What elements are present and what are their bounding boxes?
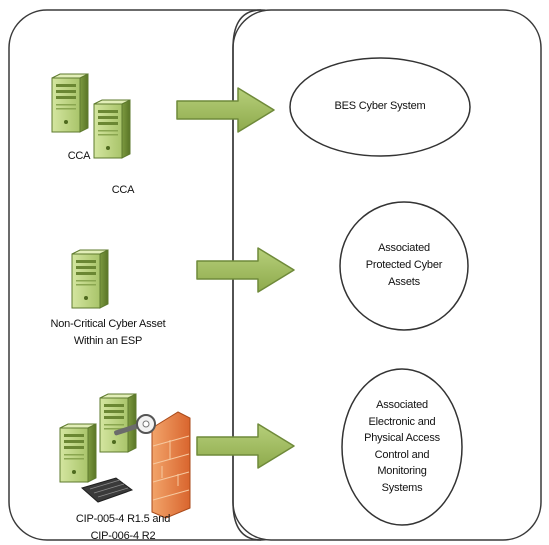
cca-label-1: CCA xyxy=(67,150,91,162)
cip-server-firewall-key-icon xyxy=(59,393,191,519)
associated-eacms-label: Associated Electronic and Physical Acces… xyxy=(364,399,440,494)
associated-protected-cyber-assets-label: Associated Protected Cyber Assets xyxy=(365,242,443,288)
bes-cyber-system-ellipse xyxy=(289,57,471,157)
keyboard-icon xyxy=(80,477,134,503)
key-icon xyxy=(114,414,156,436)
non-critical-server-icon xyxy=(71,249,109,309)
bes-cyber-system-label: BES Cyber System xyxy=(334,100,426,112)
associated-protected-cyber-assets-circle xyxy=(339,201,469,331)
non-critical-cyber-asset-label: Non-Critical Cyber Asset Within an ESP xyxy=(50,318,166,347)
cca-label-2: CCA xyxy=(111,184,135,196)
cip-label: CIP-005-4 R1.5 and CIP-006-4 R2 xyxy=(75,513,171,542)
firewall-icon xyxy=(151,411,191,519)
associated-eacms-ellipse xyxy=(341,368,463,526)
